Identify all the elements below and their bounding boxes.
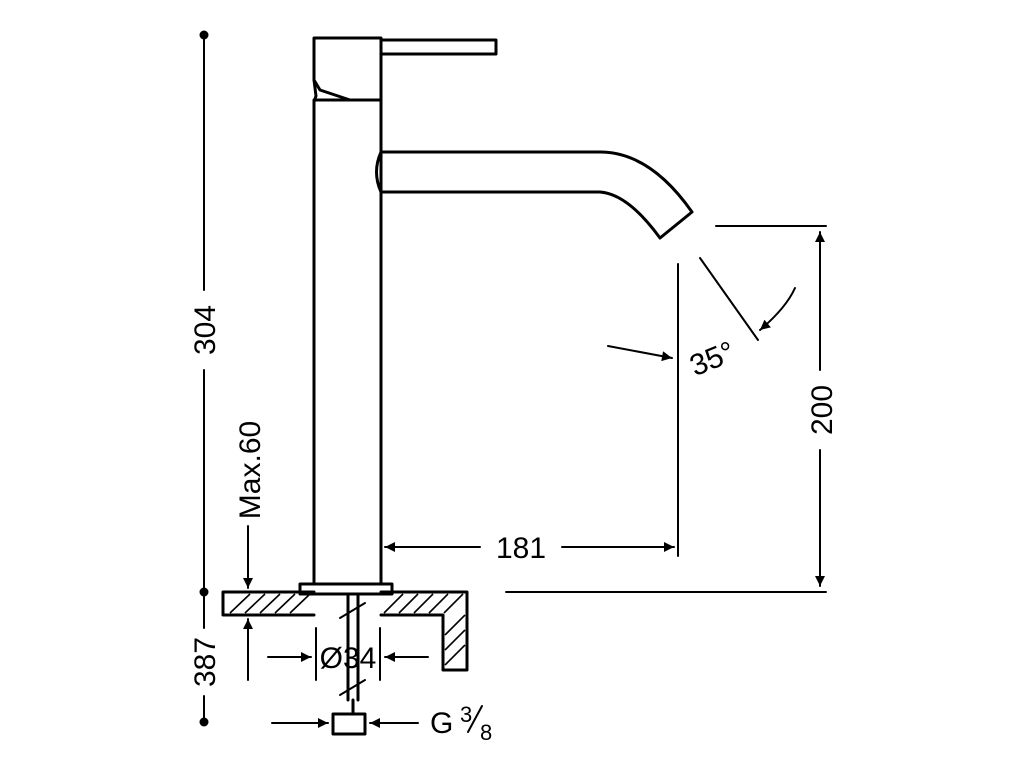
dimension-hole-diameter: Ø34 bbox=[267, 627, 429, 681]
connector-fitting bbox=[331, 712, 367, 736]
thread-label-denominator: 8 bbox=[480, 720, 492, 745]
dimension-spout-height: 200 bbox=[505, 225, 839, 593]
thread-fraction-slash bbox=[467, 705, 483, 733]
dimension-max-deck: Max.60 bbox=[234, 421, 267, 681]
dimension-label-387: 387 bbox=[189, 637, 222, 687]
pipe-break-top bbox=[339, 602, 366, 619]
dimension-reach: 181 bbox=[384, 263, 679, 565]
dimension-overall-height: 387 bbox=[189, 591, 222, 727]
pipe-break-bottom bbox=[339, 679, 366, 696]
handle bbox=[312, 36, 383, 102]
dimension-total-height: 304 bbox=[189, 30, 222, 597]
dimension-label-35deg: 35° bbox=[685, 335, 739, 383]
thread-label-numerator: 3 bbox=[460, 702, 472, 727]
dimension-label-d34: Ø34 bbox=[320, 642, 377, 675]
lever bbox=[379, 38, 498, 56]
dimension-label-200: 200 bbox=[806, 385, 839, 435]
thread-label-prefix: G bbox=[430, 707, 453, 740]
countertop bbox=[221, 590, 469, 672]
dimension-label-304: 304 bbox=[189, 305, 222, 355]
dimension-spout-angle: 35° bbox=[607, 257, 796, 383]
supply-pipe bbox=[331, 592, 367, 736]
dimension-label-181: 181 bbox=[496, 532, 546, 565]
base-flange bbox=[298, 582, 394, 596]
column bbox=[312, 98, 383, 586]
spout-joint bbox=[375, 150, 383, 194]
dimension-thread: G 3 8 bbox=[271, 702, 492, 745]
spout bbox=[379, 150, 694, 240]
countertop-hatching bbox=[229, 593, 466, 666]
dimension-label-max60: Max.60 bbox=[234, 421, 267, 519]
faucet-body bbox=[298, 36, 694, 596]
